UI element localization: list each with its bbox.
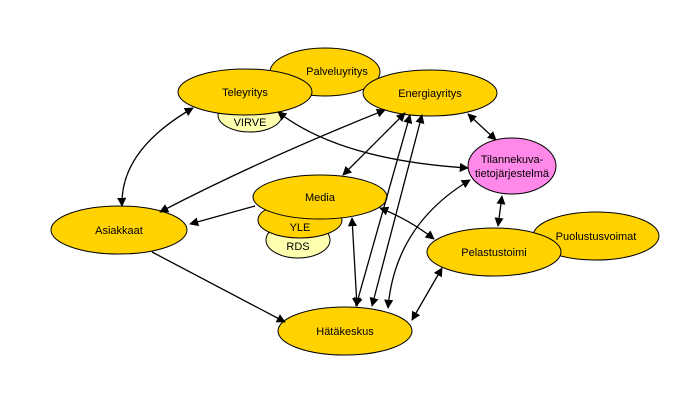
label-teleyritys: Teleyritys [222, 87, 268, 99]
arrow-teleyritys-tilannekuva [277, 111, 469, 173]
arrow-media-asiakkaat [189, 205, 256, 227]
label-energiayritys: Energiayritys [398, 88, 462, 100]
label-rds: RDS [286, 241, 309, 253]
arrow-energiayritys-tilannekuva [467, 113, 497, 141]
node-hatakeskus [277, 306, 413, 356]
arrow-media-hatakeskus [347, 217, 362, 307]
arrow-tilannekuva-hatakeskus [384, 179, 471, 309]
label-palveluyritys: Palveluyritys [306, 66, 368, 78]
label-puolustusvoimat: Puolustusvoimat [556, 231, 637, 243]
label-asiakkaat: Asiakkaat [95, 225, 143, 237]
label-hatakeskus: Hätäkeskus [316, 326, 374, 338]
arrow-energiayritys-hatakeskus-2 [369, 114, 425, 307]
label-pelastustoimi: Pelastustoimi [461, 247, 526, 259]
arrow-pelastustoimi-hatakeskus [411, 267, 443, 321]
label-tilannekuva-line1: Tilannekuva- [481, 154, 544, 166]
arrow-asiakkaat-hatakeskus [151, 251, 286, 323]
arrow-tilannekuva-pelastustoimi [494, 195, 506, 227]
label-media: Media [305, 192, 336, 204]
node-tilannekuva [467, 137, 557, 195]
arrow-teleyritys-asiakkaat [117, 107, 194, 207]
label-tilannekuva-line2: tietojärjestelmä [475, 168, 550, 180]
label-virve: VIRVE [234, 117, 267, 129]
arrow-media-pelastustoimi [379, 206, 435, 240]
label-yle: YLE [290, 222, 311, 234]
